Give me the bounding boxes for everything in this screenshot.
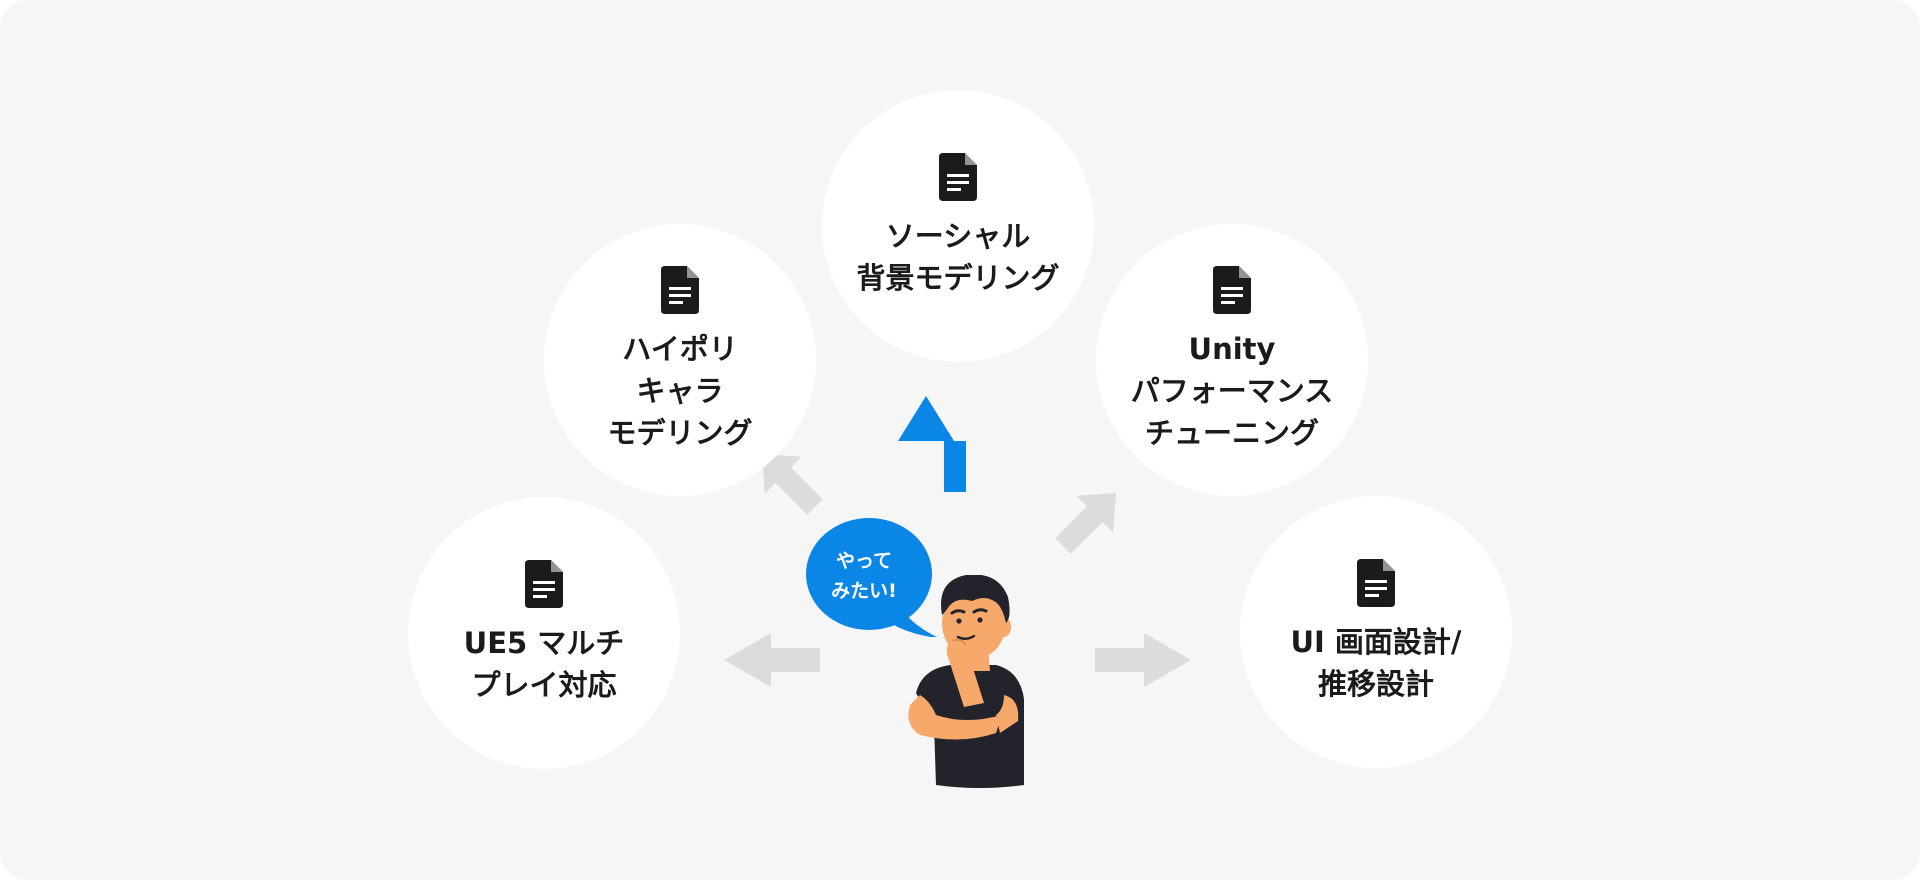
node-unity-performance-tuning: Unity パフォーマンス チューニング xyxy=(1096,224,1368,496)
arrow-left xyxy=(724,633,820,687)
speech-bubble-text: やって みたい! xyxy=(805,546,923,606)
arrow-up-left xyxy=(761,453,823,515)
speech-bubble-line: やって xyxy=(835,550,893,572)
node-label-line: チューニング xyxy=(1144,416,1319,450)
node-label: UI 画面設計/ 推移設計 xyxy=(1290,621,1461,705)
document-icon xyxy=(525,560,563,608)
speech-bubble-line: みたい! xyxy=(831,580,897,602)
node-label-line: UE5 マルチ xyxy=(463,626,625,660)
node-label: ソーシャル 背景モデリング xyxy=(856,215,1059,299)
node-label-line: パフォーマンス xyxy=(1130,374,1334,408)
thinking-person-illustration xyxy=(908,575,1024,788)
arrow-up-right xyxy=(1055,492,1117,554)
node-label-line: UI 画面設計/ xyxy=(1290,625,1462,659)
node-label-line: ハイポリ xyxy=(622,332,738,366)
document-icon xyxy=(939,153,977,201)
arrow-right xyxy=(1095,633,1191,687)
document-icon xyxy=(1213,266,1251,314)
node-ue5-multiplay: UE5 マルチ プレイ対応 xyxy=(408,497,680,769)
node-label: ハイポリ キャラ モデリング xyxy=(607,328,752,454)
node-label: Unity パフォーマンス チューニング xyxy=(1131,328,1333,454)
node-label-line: 背景モデリング xyxy=(856,261,1060,295)
node-hipoly-character-modeling: ハイポリ キャラ モデリング xyxy=(544,224,816,496)
arrow-up-active xyxy=(898,396,966,492)
node-ui-screen-design: UI 画面設計/ 推移設計 xyxy=(1240,496,1512,768)
node-label-line: モデリング xyxy=(607,416,753,450)
document-icon xyxy=(1357,559,1395,607)
document-icon xyxy=(661,266,699,314)
node-label: UE5 マルチ プレイ対応 xyxy=(464,622,625,706)
node-label-line: キャラ xyxy=(636,374,724,408)
node-label-line: プレイ対応 xyxy=(471,668,617,702)
node-label-line: ソーシャル xyxy=(885,219,1031,253)
node-label-line: 推移設計 xyxy=(1317,667,1434,701)
speech-bubble xyxy=(806,518,937,637)
node-label-line: Unity xyxy=(1188,332,1276,366)
node-social-background-modeling: ソーシャル 背景モデリング xyxy=(822,90,1094,362)
